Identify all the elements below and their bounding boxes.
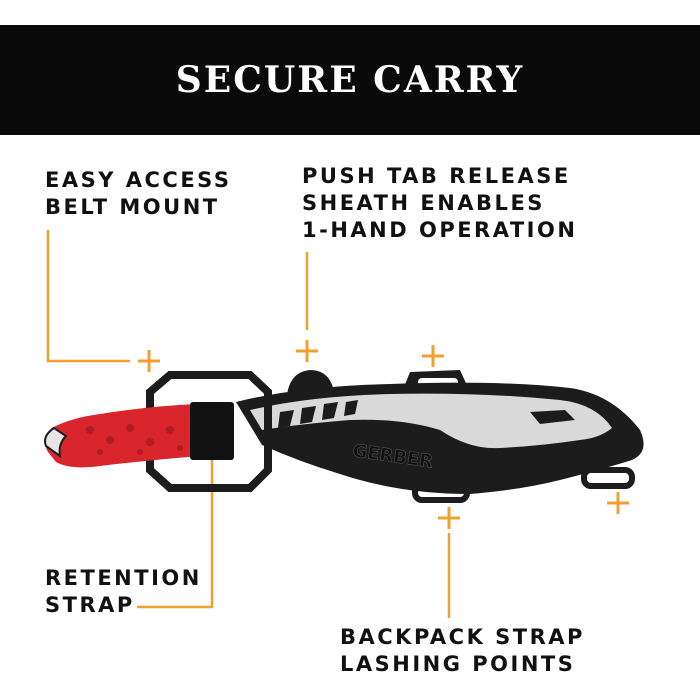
leader-belt-mount [46, 230, 130, 363]
leader-retention-strap [137, 450, 214, 609]
plus-icon [438, 507, 460, 529]
bottom-lash-loop [412, 481, 470, 503]
plus-icon [138, 350, 160, 372]
belt-mount-frame [146, 371, 272, 492]
leader-lines [46, 230, 451, 618]
callout-retention-strap: RETENTION STRAP [45, 565, 202, 619]
retention-strap [190, 402, 234, 460]
callout-text: RETENTION [45, 566, 202, 590]
callout-text: BACKPACK STRAP [340, 625, 585, 649]
callout-text: PUSH TAB RELEASE [302, 164, 571, 188]
callout-text: SHEATH ENABLES [302, 191, 545, 215]
callout-text: BELT MOUNT [45, 195, 220, 219]
callout-belt-mount: EASY ACCESS BELT MOUNT [45, 167, 231, 221]
sheath: GERBER [236, 370, 644, 503]
callout-text: EASY ACCESS [45, 168, 232, 192]
belt-mount [146, 371, 272, 492]
callout-push-tab: PUSH TAB RELEASE SHEATH ENABLES 1-HAND O… [302, 163, 577, 244]
callout-text: LASHING POINTS [340, 652, 576, 676]
callout-text: STRAP [45, 593, 135, 617]
page-title: SECURE CARRY [175, 59, 525, 101]
blade-window [250, 393, 612, 449]
handle-grip [44, 404, 200, 468]
tip-lash-loop [581, 467, 635, 489]
plus-icon [422, 345, 444, 367]
callout-lashing-points: BACKPACK STRAP LASHING POINTS [340, 624, 585, 678]
callout-text: 1-HAND OPERATION [302, 218, 578, 242]
plus-icon [296, 340, 318, 362]
plus-icon [607, 492, 629, 514]
knife-handle [44, 402, 234, 468]
header-banner: SECURE CARRY [0, 25, 700, 135]
